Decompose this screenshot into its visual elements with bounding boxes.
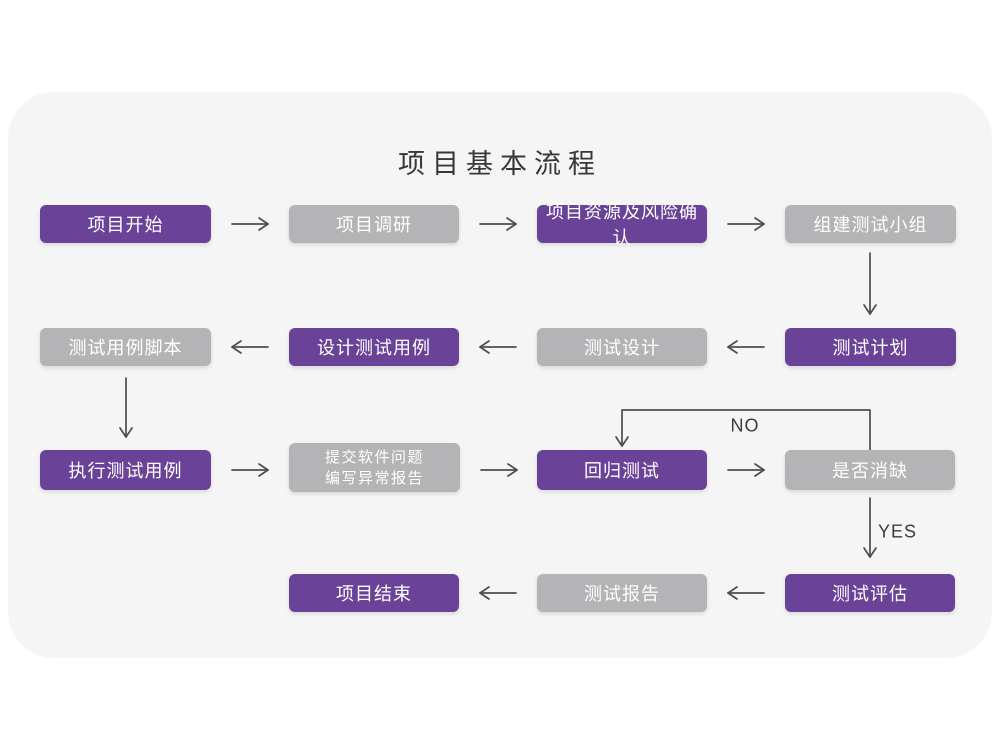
node-test-design: 测试设计 bbox=[537, 328, 707, 366]
flowchart-card bbox=[8, 92, 992, 658]
node-resources-risk: 项目资源及风险确认 bbox=[537, 202, 707, 248]
diagram-title: 项目基本流程 bbox=[398, 149, 602, 179]
edge-label-yes: YES bbox=[878, 521, 918, 542]
node-design-test-cases: 设计测试用例 bbox=[289, 328, 459, 366]
node-submit-issues: 提交软件问题 编写异常报告 bbox=[289, 443, 460, 492]
node-execute-test-cases: 执行测试用例 bbox=[40, 450, 211, 490]
node-project-research: 项目调研 bbox=[289, 205, 459, 243]
node-build-test-team: 组建测试小组 bbox=[785, 205, 956, 243]
node-test-case-scripts: 测试用例脚本 bbox=[40, 328, 211, 366]
node-test-report: 测试报告 bbox=[537, 574, 707, 612]
node-project-start: 项目开始 bbox=[40, 205, 211, 243]
node-regression-test: 回归测试 bbox=[537, 450, 707, 490]
node-project-end: 项目结束 bbox=[289, 574, 459, 612]
node-defect-cleared: 是否消缺 bbox=[785, 450, 955, 490]
node-test-evaluation: 测试评估 bbox=[785, 574, 955, 612]
edge-label-no: NO bbox=[730, 415, 760, 436]
node-test-plan: 测试计划 bbox=[785, 328, 956, 366]
